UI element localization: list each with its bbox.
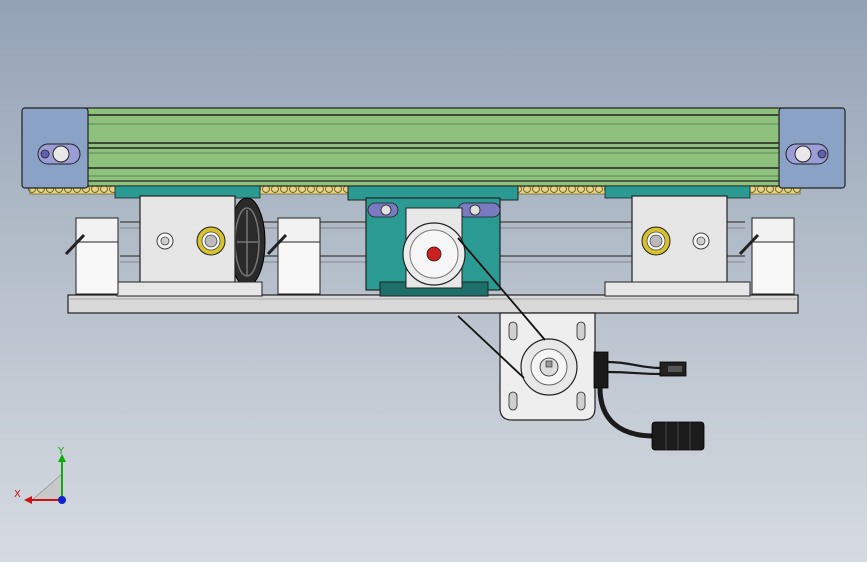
carriage: [347, 185, 519, 297]
pulley-icon: [402, 222, 466, 286]
sensor-middle: [266, 217, 321, 295]
base-plate: [67, 294, 799, 314]
triad-x-label: X: [14, 489, 21, 500]
carriage-rollers: [367, 202, 501, 218]
coordinate-triad-icon: Y X: [14, 446, 66, 504]
timing-belt: [457, 237, 546, 379]
motor-icon: [520, 338, 578, 396]
bearing-block-right: [604, 195, 751, 297]
triad-y-label: Y: [57, 446, 65, 457]
motor-cables: [593, 351, 661, 439]
linear-rail: [84, 107, 783, 187]
bearing-block-left: [116, 195, 263, 297]
end-cap-right: [778, 107, 846, 189]
sensor-left: [64, 217, 119, 295]
connector-icon: [651, 361, 705, 451]
end-cap-left: [21, 107, 89, 189]
sensor-right: [738, 217, 795, 295]
